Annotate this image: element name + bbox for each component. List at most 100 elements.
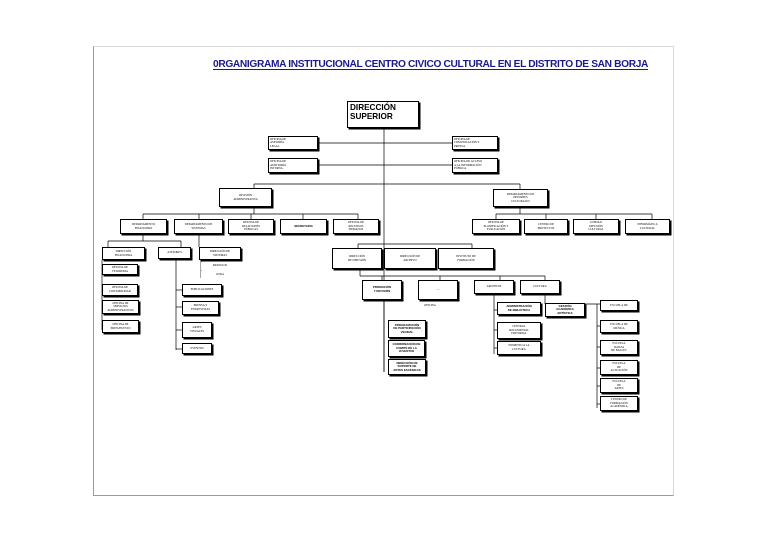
box-label: CENTRO DE FORMACIÓN ACADÉMICA — [610, 397, 628, 409]
box-label: ESCUELA DE ARTES — [612, 379, 626, 391]
box-label: FOMENTO A LA LECTURA — [508, 343, 530, 351]
box-servicios-administrativos: OFICINA DE SERVICIOS ADMINISTRATIVOS — [102, 300, 139, 314]
page-frame — [93, 46, 674, 496]
box-prensa-entrevistas: PRENSA Y ENTREVISTAS — [182, 301, 219, 315]
box-label: OFICINA DE AUDITORÍA INTERNA — [270, 159, 287, 171]
box-presupuesto: OFICINA DE PRESUPUESTO — [102, 320, 139, 333]
box-departamento-deportes: DEPARTAMENTO DE DEPORTES CULTURALES — [493, 189, 548, 207]
box-label: ARCHIVOS — [486, 284, 502, 289]
box-label: DIRECCIÓN DE SISTEMAS — [209, 248, 231, 257]
box-secretaria: SECRETARIA — [280, 219, 327, 234]
box-difusion-cultural: UNIDAD DIFUSIÓN CULTURAL — [573, 219, 619, 234]
box-division-administrativa: DIVISIÓN ADMINISTRATIVA — [219, 188, 272, 207]
box-fomento-lectura: FOMENTO A LA LECTURA — [497, 341, 541, 355]
box-label: OFICINA DE RECURSOS HUMANOS — [347, 220, 365, 232]
box-publicaciones: PUBLICACIONES — [182, 284, 222, 296]
box-label: PROGRAMACIÓN DE PARTICIPACIÓN VECINAL — [393, 322, 421, 334]
box-label: COORDINACIÓN DE COMITÉ DE LA JUVENTUD — [392, 342, 421, 354]
box-label: CENTRO DE PROYECTOS — [537, 221, 555, 230]
box-label: OFICINA DE TESORERÍA — [111, 264, 129, 273]
box-instituto-formacion: INSTITUTO DE FORMACIÓN — [438, 248, 494, 269]
box-label: EVENTOS — [190, 345, 204, 350]
box-label: OFICINA DE COMUNICACIÓN Y PRENSA — [454, 136, 480, 148]
box-label: OFICINA DE RELACIONES PÚBLICAS — [242, 220, 260, 232]
box-administracion-biblioteca: ADMINISTRACIÓN DE BIBLIOTECA — [497, 302, 541, 315]
box-asesoria-legal: OFICINA DE ASESORÍA LEGAL — [268, 136, 318, 150]
box-label: ESCUELA DE ACTUACIÓN — [610, 361, 628, 373]
box-direccion-archivo: DIRECCIÓN DE ARCHIVO — [384, 248, 436, 269]
box-asesores: ASESORES — [158, 247, 191, 259]
box-label: ESCUELA DE — [610, 302, 628, 307]
box-auditoria-interna: OFICINA DE AUDITORÍA INTERNA — [268, 158, 318, 173]
box-escuela-1: ESCUELA DE — [600, 300, 638, 311]
box-label: DIRECCIÓN FINANCIERA — [114, 248, 133, 257]
box-comite-juventud: COORDINACIÓN DE COMITÉ DE LA JUVENTUD — [388, 340, 425, 357]
box-label: INFORMÁTICA CULTURAL — [637, 221, 658, 230]
box-cultura: CULTURA — [520, 280, 560, 294]
box-label: DIRECCIÓN SUPERIOR — [350, 103, 396, 121]
box-label: OFICINA DE ASESORÍA LEGAL — [270, 136, 287, 148]
box-label: DIRECCIÓN DE DIFUSIÓN — [347, 253, 367, 262]
box-unnamed: — — [418, 280, 458, 300]
box-contabilidad: OFICINA DE CONTABILIDAD — [102, 284, 138, 296]
box-label: OFICINA DE ACCESO A LA INFORMACIÓN PÚBLI… — [454, 159, 483, 171]
box-direccion-financiera: DIRECCIÓN FINANCIERA — [102, 247, 145, 260]
box-escuela-actuacion: ESCUELA DE ACTUACIÓN — [600, 360, 638, 375]
box-label: PROMOCIÓN Y DIFUSIÓN — [372, 285, 392, 293]
box-label: ASESORES — [167, 250, 182, 255]
box-label: OFICINA DE SERVICIOS ADMINISTRATIVOS — [107, 300, 134, 312]
box-label: DEPARTAMENTO FINANCIERO — [132, 221, 155, 230]
box-label: ESCUELA DANZA DE BALLET — [611, 341, 627, 353]
box-label: OFICINA DE PRESUPUESTO — [110, 321, 131, 330]
box-departamento-financiero: DEPARTAMENTO FINANCIERO — [120, 219, 167, 234]
box-otra: OTRA — [201, 271, 239, 279]
box-participacion-vecinal: PROGRAMACIÓN DE PARTICIPACIÓN VECINAL — [388, 320, 426, 338]
box-modulos: MODULOS — [201, 262, 239, 270]
page-title: 0RGANIGRAMA INSTITUCIONAL CENTRO CIVICO … — [213, 59, 649, 70]
box-archivos: ARCHIVOS — [474, 280, 514, 294]
box-label: SECRETARIA — [294, 223, 313, 228]
box-label: OFICINA DE PLANIFICACIÓN Y EVALUACIÓN — [483, 220, 509, 232]
box-label: INSTITUTO DE FORMACIÓN — [456, 253, 476, 262]
box-oficina: OFICINA — [413, 302, 447, 310]
box-label: CULTURA — [533, 284, 547, 289]
box-artes-visuales: ARTES VISUALES — [182, 322, 212, 338]
box-promocion-difusion: PROMOCIÓN Y DIFUSIÓN — [362, 280, 402, 300]
box-planificacion-evaluacion: OFICINA DE PLANIFICACIÓN Y EVALUACIÓN — [472, 219, 520, 234]
box-direccion-difusion: DIRECCIÓN DE DIFUSIÓN — [332, 248, 382, 269]
box-eventos: EVENTOS — [182, 343, 212, 354]
box-escuela-artes: ESCUELA DE ARTES — [600, 378, 638, 393]
box-direccion-superior: DIRECCIÓN SUPERIOR — [347, 101, 419, 128]
box-label: CENTRAL DOCUMENTAL EDITORIAL — [508, 324, 529, 336]
box-direccion-sistemas: DIRECCIÓN DE SISTEMAS — [199, 247, 241, 260]
box-label: UNIDAD DIFUSIÓN CULTURAL — [588, 220, 604, 232]
box-label: GESTIÓN ACADÉMICA ARTÍSTICA — [556, 303, 574, 315]
box-label: DIRECCIÓN DE ARCHIVO — [399, 253, 421, 262]
box-label: OFICINA — [424, 303, 436, 308]
box-tesoreria: OFICINA DE TESORERÍA — [102, 264, 138, 275]
box-central-documental: CENTRAL DOCUMENTAL EDITORIAL — [497, 322, 541, 339]
box-label: DEPARTAMENTO DE DEPORTES CULTURALES — [506, 191, 535, 203]
box-centro-proyectos: CENTRO DE PROYECTOS — [524, 219, 568, 234]
box-acceso-informacion: OFICINA DE ACCESO A LA INFORMACIÓN PÚBLI… — [452, 158, 498, 173]
box-label: ARTES VISUALES — [190, 325, 204, 333]
box-informatica-cultural: INFORMÁTICA CULTURAL — [625, 219, 670, 234]
box-departamento-sistemas: DEPARTAMENTO DE SISTEMAS — [174, 219, 223, 234]
box-soporte-artes: DIRECCIÓN DE SOPORTE DE ARTES ESCÉNICAS — [388, 359, 426, 375]
box-label: ESCUELA DE MÚSICA — [610, 321, 628, 330]
box-relaciones-publicas: OFICINA DE RELACIONES PÚBLICAS — [228, 219, 274, 234]
box-label: DIRECCIÓN DE SOPORTE DE ARTES ESCÉNICAS — [393, 360, 421, 372]
box-label: — — [436, 287, 440, 292]
box-label: PUBLICACIONES — [190, 287, 214, 292]
box-label: ADMINISTRACIÓN DE BIBLIOTECA — [506, 303, 532, 312]
box-label: PRENSA Y ENTREVISTAS — [190, 303, 211, 311]
box-comunicacion-prensa: OFICINA DE COMUNICACIÓN Y PRENSA — [452, 136, 498, 150]
box-gestion-academica: GESTIÓN ACADÉMICA ARTÍSTICA — [545, 303, 585, 317]
box-label: OTRA — [216, 272, 224, 277]
box-centro-formacion: CENTRO DE FORMACIÓN ACADÉMICA — [600, 396, 638, 411]
box-label: DIVISIÓN ADMINISTRATIVA — [233, 192, 258, 201]
box-label: MODULOS — [212, 263, 228, 268]
box-escuela-musica: ESCUELA DE MÚSICA — [600, 320, 638, 333]
box-recursos-humanos: OFICINA DE RECURSOS HUMANOS — [333, 219, 379, 234]
